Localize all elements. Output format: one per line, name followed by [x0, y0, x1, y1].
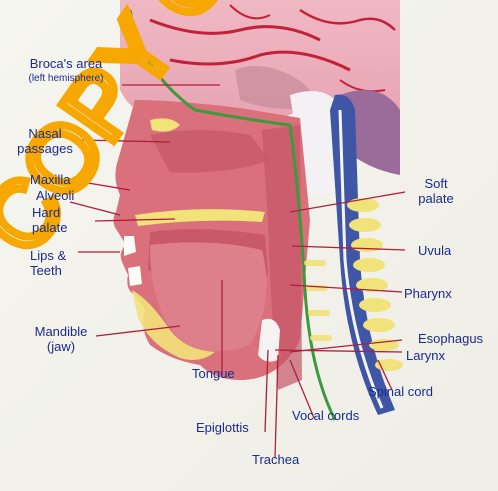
label-larynx: Larynx — [406, 348, 445, 363]
label-lips-text: Lips & — [30, 248, 66, 263]
label-maxilla: Maxilla — [30, 172, 70, 187]
label-mandible: Mandible (jaw) — [22, 324, 100, 354]
label-brocas-area-sub: (left hemisphere) — [2, 71, 130, 86]
label-nasal-passages: Nasal passages — [8, 126, 82, 156]
label-soft-palate-text: palate — [406, 191, 466, 206]
label-spinal-cord: Spinal cord — [368, 384, 433, 399]
label-pharynx: Pharynx — [404, 286, 452, 301]
label-teeth-text: Teeth — [30, 263, 66, 278]
label-esophagus: Esophagus — [418, 331, 483, 346]
label-vocal-cords: Vocal cords — [292, 408, 359, 423]
label-nasal-text: Nasal — [8, 126, 82, 141]
label-soft-palate: Soft palate — [406, 176, 466, 206]
label-trachea: Trachea — [252, 452, 299, 467]
label-brocas-area: Broca's area (left hemisphere) — [2, 56, 130, 86]
label-epiglottis: Epiglottis — [196, 420, 249, 435]
label-brocas-area-text: Broca's area — [2, 56, 130, 71]
label-lips-teeth: Lips & Teeth — [30, 248, 66, 278]
label-hard-text: Hard — [32, 205, 67, 220]
label-jaw-text: (jaw) — [22, 339, 100, 354]
label-uvula: Uvula — [418, 243, 451, 258]
label-palate-text: palate — [32, 220, 67, 235]
label-mandible-text: Mandible — [22, 324, 100, 339]
label-tongue: Tongue — [192, 366, 235, 381]
label-alveoli: Alveoli — [36, 188, 74, 203]
label-soft-text: Soft — [406, 176, 466, 191]
label-passages-text: passages — [8, 141, 82, 156]
label-hard-palate: Hard palate — [32, 205, 67, 235]
